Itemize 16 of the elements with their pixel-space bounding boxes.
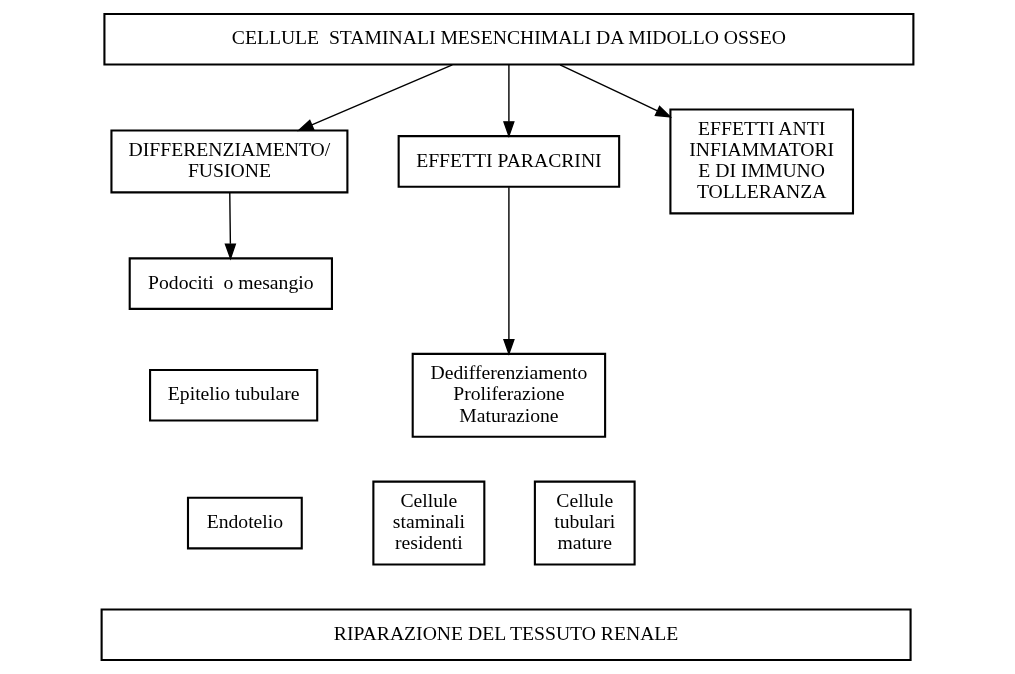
node-box: Epitelio tubulare bbox=[149, 368, 319, 422]
arrow bbox=[296, 64, 454, 132]
node-box: RIPARAZIONE DEL TESSUTO RENALE bbox=[100, 608, 912, 662]
node-box: Endotelio bbox=[186, 496, 303, 550]
node-box: Podociti o mesangio bbox=[128, 257, 333, 310]
node-box: Cellule staminali residenti bbox=[372, 480, 486, 566]
arrow bbox=[503, 64, 515, 139]
node-box: DIFFERENZIAMENTO/ FUSIONE bbox=[110, 129, 349, 194]
node-box: Cellule tubulari mature bbox=[533, 480, 636, 566]
node-box: EFFETTI PARACRINI bbox=[397, 135, 621, 188]
arrow bbox=[559, 64, 673, 118]
node-box: EFFETTI ANTI INFIAMMATORI E DI IMMUNO TOLLERANZA bbox=[669, 108, 855, 215]
arrow bbox=[503, 186, 515, 356]
node-box: CELLULE STAMINALI MESENCHIMALI DA MIDOLLO OSSEO bbox=[103, 12, 915, 66]
node-box: Dedifferenziamento Proliferazione Maturazione bbox=[411, 352, 607, 438]
arrow bbox=[224, 191, 237, 261]
